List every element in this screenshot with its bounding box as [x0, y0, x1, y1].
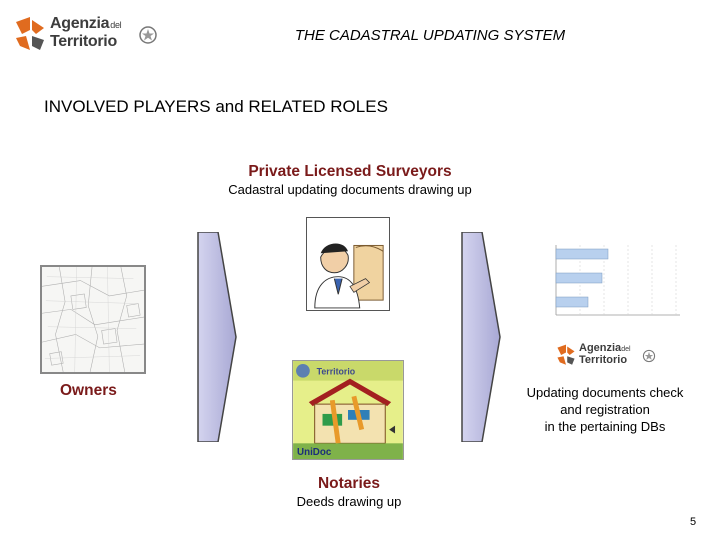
- section-title: INVOLVED PLAYERS and RELATED ROLES: [44, 97, 388, 116]
- agency-logo-small-word1: Agenzia: [579, 342, 622, 354]
- agency-logo-small-word1-small: del: [621, 346, 631, 353]
- agency-role-line: Updating documents check: [526, 385, 684, 400]
- surveyors-title: Private Licensed Surveyors: [248, 163, 452, 180]
- agency-logo: Agenziadel Territorio: [14, 14, 160, 56]
- flow-arrow-right: [461, 232, 501, 442]
- page-number: 5: [690, 516, 697, 528]
- agency-logo-word1-small: del: [110, 20, 122, 30]
- republic-emblem-icon: [139, 26, 157, 44]
- statistics-chart-image: [555, 245, 680, 316]
- notaries-role: Deeds drawing up: [296, 494, 402, 509]
- unidoc-top-label: Territorio: [317, 367, 356, 377]
- surveyors-role: Cadastral updating documents drawing up: [228, 182, 472, 197]
- notaries-title: Notaries: [317, 475, 381, 492]
- document-title: THE CADASTRAL UPDATING SYSTEM: [294, 27, 566, 44]
- unidoc-image: Territorio UniDoc: [292, 360, 404, 460]
- republic-emblem-small-icon: [642, 349, 656, 363]
- agency-role-line: in the pertaining DBs: [544, 419, 666, 434]
- cadastral-map-image: [40, 265, 146, 374]
- owners-title: Owners: [60, 382, 117, 399]
- chart-bar: [555, 296, 589, 308]
- agency-logo-word2: Territorio: [50, 33, 117, 50]
- flow-arrow-left: [197, 232, 237, 442]
- chart-bar: [555, 272, 603, 284]
- agency-logo-small-mark-icon: [557, 344, 575, 365]
- agency-role-line: and registration: [560, 402, 650, 417]
- unidoc-bottom-label: UniDoc: [297, 447, 332, 458]
- surveyor-illustration: [306, 217, 390, 311]
- agency-logo-small: Agenziadel Territorio: [556, 342, 660, 370]
- agency-role: Updating documents check and registratio…: [506, 384, 704, 435]
- chart-bar: [555, 248, 609, 260]
- agency-logo-word1: Agenzia: [50, 15, 110, 32]
- agency-logo-mark-icon: [16, 17, 44, 50]
- agency-logo-small-word2: Territorio: [579, 354, 628, 366]
